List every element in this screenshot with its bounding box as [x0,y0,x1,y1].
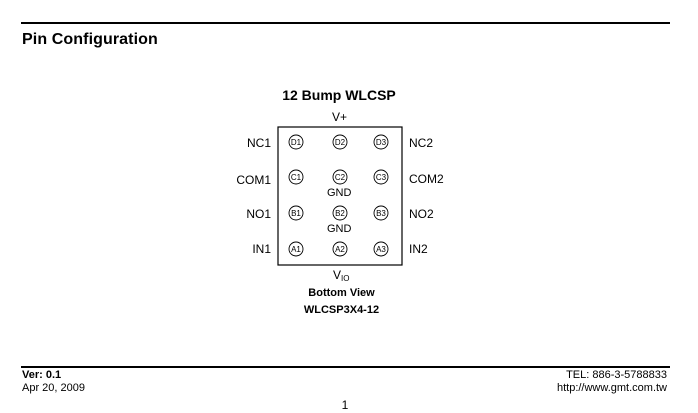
header-rule [21,22,670,24]
bump-A3: A3 [373,241,389,257]
tel-label: TEL: 886-3-5788833 [566,369,667,381]
section-title: Pin Configuration [22,31,158,48]
bump-B3: B3 [373,205,389,221]
website-link[interactable]: http://www.gmt.com.tw [556,382,667,394]
bump-A2: A2 [332,241,348,257]
page-number: 1 [341,398,349,412]
bump-B1: B1 [288,205,304,221]
gnd-label-b2: GND [327,223,352,235]
gnd-label-c2: GND [327,187,352,199]
bump-C1: C1 [288,169,304,185]
footer-left: Ver: 0.1 Apr 20, 2009 [22,369,85,395]
pin-label-com1: COM1 [236,173,271,187]
bump-label: A1 [291,245,301,254]
bump-D2: D2 [332,134,348,150]
bump-D1: D1 [288,134,304,150]
caption-package: WLCSP3X4-12 [303,304,380,316]
pin-label-nc1: NC1 [246,136,271,150]
pin-label-no1: NO1 [246,207,271,221]
bump-label: C3 [376,173,387,182]
bump-label: D3 [376,138,387,147]
bump-B2: B2 [332,205,348,221]
bump-label: A3 [376,245,386,254]
pin-label-nc2: NC2 [409,136,434,150]
pin-label-in1: IN1 [252,242,271,256]
bump-C2: C2 [332,169,348,185]
vio-label: VIO [333,268,349,283]
bump-C3: C3 [373,169,389,185]
bump-label: A2 [335,245,345,254]
bump-label: D2 [335,138,346,147]
version-label: Ver: 0.1 [22,369,62,381]
bump-label: B2 [335,209,345,218]
package-title-text: 12 Bump WLCSP [282,87,396,103]
package-outline [277,126,403,266]
date-label: Apr 20, 2009 [22,382,85,394]
bump-label: C1 [291,173,302,182]
package-title: 12 Bump WLCSP [0,87,678,103]
bump-D3: D3 [373,134,389,150]
vio-main: V [333,268,342,282]
vio-subscript: IO [341,274,350,283]
bump-label: B3 [376,209,386,218]
vplus-label: V+ [332,110,348,124]
pin-label-no2: NO2 [409,207,434,221]
bump-label: C2 [335,173,346,182]
pin-label-in2: IN2 [409,242,428,256]
bump-label: D1 [291,138,302,147]
caption-view: Bottom View [308,287,375,299]
bump-A1: A1 [288,241,304,257]
footer-right: TEL: 886-3-5788833 http://www.gmt.com.tw [557,369,667,395]
pin-label-com2: COM2 [409,172,444,186]
footer-rule [21,366,670,368]
bump-label: B1 [291,209,301,218]
